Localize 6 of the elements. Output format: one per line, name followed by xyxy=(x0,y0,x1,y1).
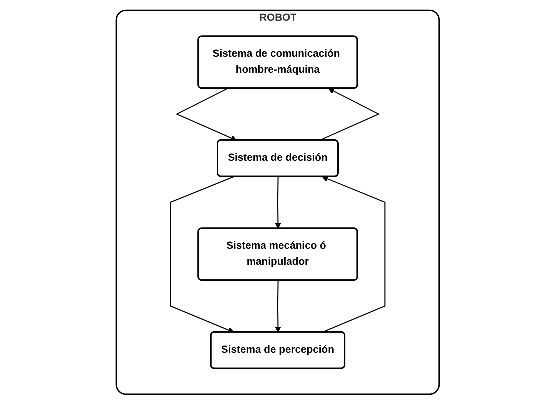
arrow xyxy=(274,280,281,333)
arrow xyxy=(322,176,386,334)
arrow xyxy=(319,88,380,142)
arrow xyxy=(170,176,234,334)
arrow xyxy=(274,176,281,230)
arrow xyxy=(175,88,237,142)
